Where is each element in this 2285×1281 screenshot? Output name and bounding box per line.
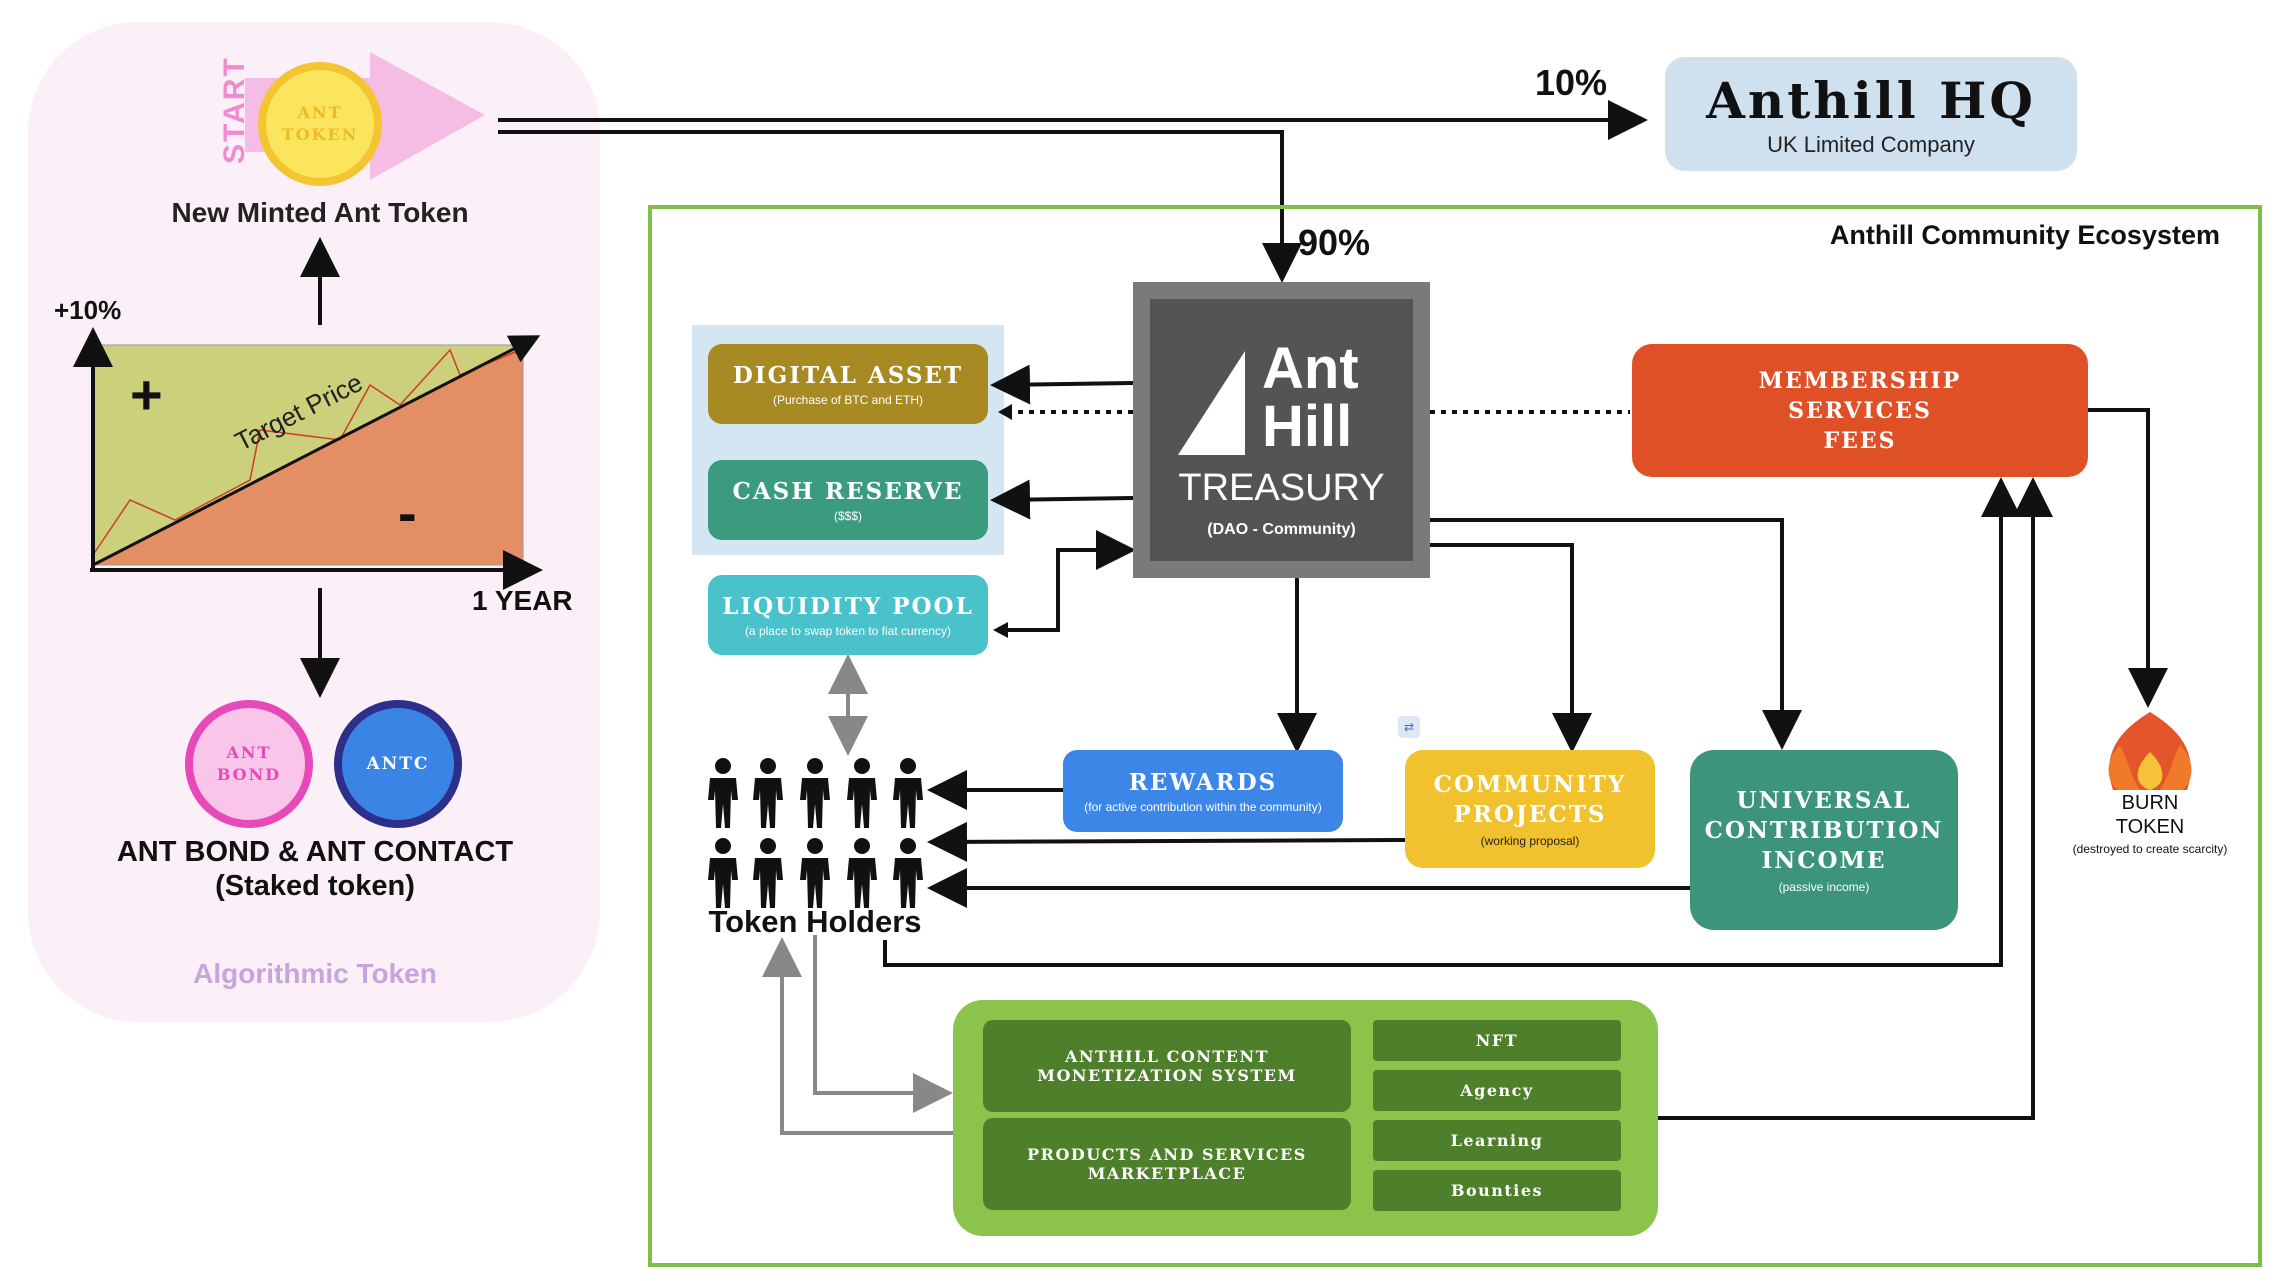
flame-icon bbox=[2108, 712, 2192, 790]
burn-label-1: BURN bbox=[2121, 792, 2179, 814]
anthill-logo-icon bbox=[1178, 351, 1245, 455]
arrow-to-treasury bbox=[498, 130, 1302, 283]
community-line1: COMMUNITY bbox=[1433, 771, 1627, 798]
person-icon bbox=[893, 758, 923, 828]
treasury-percent: 90% bbox=[1298, 222, 1371, 263]
person-icon bbox=[708, 838, 738, 908]
treasury-logo-ant: Ant bbox=[1262, 336, 1359, 401]
token-holders-icon bbox=[708, 758, 923, 908]
person-icon bbox=[753, 758, 783, 828]
burn-sub: (destroyed to create scarcity) bbox=[2072, 842, 2228, 856]
digital-asset-title: DIGITAL ASSET bbox=[732, 361, 964, 389]
person-icon bbox=[847, 838, 877, 908]
arrow-holders-membership bbox=[883, 477, 2021, 967]
community-line2: PROJECTS bbox=[1453, 801, 1607, 828]
ecosystem-border bbox=[648, 205, 2262, 1267]
marketplace-item-learning: Learning bbox=[1373, 1120, 1621, 1161]
person-icon bbox=[708, 758, 738, 828]
treasury-subtitle: (DAO - Community) bbox=[1207, 521, 1356, 538]
start-label: START bbox=[218, 56, 251, 164]
ant-bond-coin-label: ANT BOND bbox=[216, 743, 282, 784]
marketplace-item-nft: NFT bbox=[1373, 1020, 1621, 1061]
person-icon bbox=[800, 758, 830, 828]
liquidity-pool-sub: (a place to swap token to fiat currency) bbox=[744, 623, 952, 638]
products-line2: MARKETPLACE bbox=[1087, 1164, 1247, 1183]
cash-reserve-box: CASH RESERVE ($$$) bbox=[708, 460, 988, 540]
content-line2: MONETIZATION SYSTEM bbox=[1037, 1066, 1297, 1085]
membership-line1: MEMBERSHIP bbox=[1758, 367, 1962, 394]
liquidity-pool-title: LIQUIDITY POOL bbox=[722, 592, 974, 620]
arrow-treasury-cash bbox=[990, 479, 1134, 520]
membership-fees-box: MEMBERSHIP SERVICES FEES bbox=[1632, 344, 2088, 477]
uci-line3: INCOME bbox=[1761, 847, 1887, 874]
staked-title: ANT BOND & ANT CONTACT bbox=[116, 836, 514, 868]
treasury-box: Ant Hill TREASURY (DAO - Community) bbox=[1133, 282, 1430, 578]
content-line1: ANTHILL CONTENT bbox=[1064, 1047, 1270, 1066]
plus10-label: +10% bbox=[54, 295, 122, 325]
marketplace-item-bounties: Bounties bbox=[1373, 1170, 1621, 1211]
arrow-holders-marketplace bbox=[813, 935, 953, 1113]
community-sub: (working proposal) bbox=[1480, 834, 1580, 848]
person-icon bbox=[753, 838, 783, 908]
cash-reserve-title: CASH RESERVE bbox=[732, 477, 964, 505]
rewards-title: REWARDS bbox=[1128, 768, 1278, 796]
arrow-treasury-uci bbox=[1430, 518, 1802, 750]
products-services-box: PRODUCTS AND SERVICES MARKETPLACE bbox=[983, 1118, 1351, 1210]
arrow-treasury-community bbox=[1430, 543, 1592, 753]
antc-coin: ANTC bbox=[334, 700, 462, 828]
marketplace-item-agency: Agency bbox=[1373, 1070, 1621, 1111]
person-icon bbox=[847, 758, 877, 828]
hq-percent: 10% bbox=[1535, 62, 1608, 103]
treasury-inner: Ant Hill TREASURY (DAO - Community) bbox=[1150, 299, 1413, 561]
uci-line1: UNIVERSAL bbox=[1736, 787, 1912, 814]
arrow-liquidity-treasury bbox=[1000, 530, 1136, 632]
token-holders-label: Token Holders bbox=[708, 904, 922, 939]
treasury-logo-hill: Hill bbox=[1262, 394, 1353, 459]
uci-sub: (passive income) bbox=[1778, 880, 1870, 894]
target-price-chart bbox=[73, 327, 543, 590]
arrow-marketplace-membership bbox=[1658, 477, 2053, 1120]
ecosystem-title: Anthill Community Ecosystem bbox=[1829, 220, 2220, 250]
minus-sign: - bbox=[398, 481, 417, 544]
treasury-title: TREASURY bbox=[1178, 467, 1385, 509]
burn-label-2: TOKEN bbox=[2115, 816, 2185, 838]
staked-subtitle: (Staked token) bbox=[215, 870, 415, 902]
cash-reserve-sub: ($$$) bbox=[833, 508, 862, 523]
membership-line3: FEES bbox=[1823, 427, 1897, 454]
digital-asset-sub: (Purchase of BTC and ETH) bbox=[772, 392, 924, 407]
uci-box: UNIVERSAL CONTRIBUTION INCOME (passive i… bbox=[1690, 750, 1958, 930]
arrow-community-holders bbox=[927, 821, 1406, 862]
uci-line2: CONTRIBUTION bbox=[1704, 817, 1944, 844]
plus-sign: + bbox=[130, 363, 163, 426]
arrow-membership-burn bbox=[2088, 408, 2168, 708]
anthill-hq-box: Anthill HQ UK Limited Company bbox=[1665, 57, 2077, 171]
arrow-marketplace-holders bbox=[762, 937, 955, 1135]
anthill-hq-subtitle: UK Limited Company bbox=[1767, 131, 1975, 157]
ant-bond-coin: ANT BOND bbox=[185, 700, 313, 828]
liquidity-pool-box: LIQUIDITY POOL (a place to swap token to… bbox=[708, 575, 988, 655]
products-line1: PRODUCTS AND SERVICES bbox=[1027, 1145, 1307, 1164]
rewards-sub: (for active contribution within the comm… bbox=[1084, 799, 1322, 814]
translate-icon: ⇄ bbox=[1398, 716, 1420, 738]
ant-token-coin: ANT TOKEN bbox=[258, 62, 382, 186]
person-icon bbox=[800, 838, 830, 908]
antc-coin-label: ANTC bbox=[366, 754, 430, 774]
content-monetization-box: ANTHILL CONTENT MONETIZATION SYSTEM bbox=[983, 1020, 1351, 1112]
ant-token-coin-label: ANT TOKEN bbox=[281, 103, 359, 144]
anthill-hq-title: Anthill HQ bbox=[1706, 70, 2036, 130]
person-icon bbox=[893, 838, 923, 908]
new-minted-label: New Minted Ant Token bbox=[171, 197, 469, 228]
digital-asset-box: DIGITAL ASSET (Purchase of BTC and ETH) bbox=[708, 344, 988, 424]
algorithmic-token-title: Algorithmic Token bbox=[193, 958, 437, 989]
rewards-box: REWARDS (for active contribution within … bbox=[1063, 750, 1343, 832]
arrow-treasury-digital bbox=[990, 364, 1134, 405]
membership-line2: SERVICES bbox=[1788, 397, 1932, 424]
one-year-label: 1 YEAR bbox=[472, 585, 573, 616]
community-projects-box: COMMUNITY PROJECTS (working proposal) bbox=[1405, 750, 1655, 868]
